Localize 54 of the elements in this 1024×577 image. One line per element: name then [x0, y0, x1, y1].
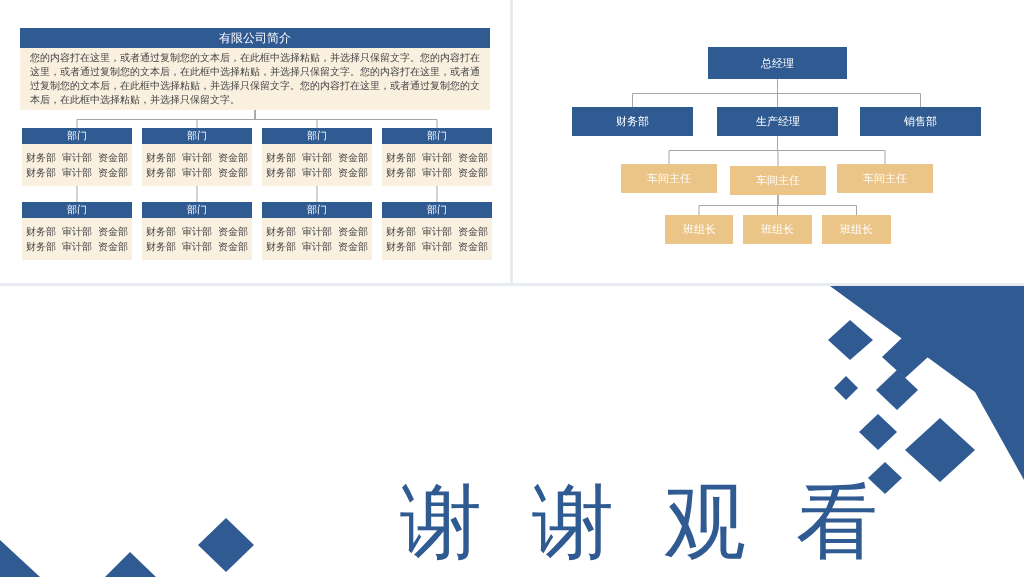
connector-line: [777, 194, 857, 216]
connector-line: [777, 78, 921, 108]
department-card: [22, 202, 132, 260]
intro-card: [20, 28, 490, 110]
card-heading: 部门: [22, 128, 132, 144]
card-heading: 部门: [382, 128, 492, 144]
department-list: 财务部 审计部 资金部: [146, 224, 248, 239]
connector-line: [196, 185, 198, 203]
department-list: 财务部 审计部 资金部: [146, 239, 248, 254]
department-list: 财务部 审计部 资金部: [146, 165, 248, 180]
card-heading: 部门: [142, 128, 252, 144]
department-card: [382, 128, 492, 186]
department-card: [382, 202, 492, 260]
connector-line: [777, 135, 886, 165]
department-list: 财务部 审计部 资金部: [386, 150, 488, 165]
staff-box: 车间主任: [621, 164, 717, 193]
department-list: 财务部 审计部 资金部: [26, 239, 128, 254]
connector-line: [316, 185, 318, 203]
card-heading: 部门: [22, 202, 132, 218]
card-heading: 部门: [142, 202, 252, 218]
connector-line: [76, 185, 78, 203]
department-list: 财务部 审计部 资金部: [266, 239, 368, 254]
department-card: [142, 202, 252, 260]
card-heading: 部门: [262, 128, 372, 144]
department-card: [22, 128, 132, 186]
department-list: 财务部 审计部 资金部: [266, 224, 368, 239]
department-list: 财务部 审计部 资金部: [386, 239, 488, 254]
staff-box: 车间主任: [837, 164, 933, 193]
department-card: [262, 128, 372, 186]
card-heading: 部门: [262, 202, 372, 218]
intro-paragraph: 您的内容打在这里，或者通过复制您的文本后，在此框中选择粘贴，并选择只保留文字。您的内容打在这里，或者通过复制您的文本后，在此框中选择粘贴，并选择只保留文字。您的内容打在这里，或者通过复制您的文本后，在此框中选择粘贴，并选择只保留文字。您的内容打在这里，或者通过复制您的文本后，在此框中选择粘贴，并选择只保留文字。: [29, 51, 481, 107]
department-list: 财务部 审计部 资金部: [26, 150, 128, 165]
department-list: 财务部 审计部 资金部: [146, 150, 248, 165]
department-list: 财务部 审计部 资金部: [266, 150, 368, 165]
position-box: 生产经理: [717, 107, 838, 136]
position-box: 总经理: [708, 47, 847, 79]
closing-text: 谢谢观看: [400, 475, 928, 569]
card-heading: 有限公司简介: [20, 28, 490, 48]
department-list: 财务部 审计部 资金部: [386, 224, 488, 239]
position-box: 财务部: [572, 107, 693, 136]
department-list: 财务部 审计部 资金部: [26, 224, 128, 239]
department-list: 财务部 审计部 资金部: [386, 165, 488, 180]
department-card: [262, 202, 372, 260]
department-list: 财务部 审计部 资金部: [26, 165, 128, 180]
staff-box: 班组长: [822, 215, 891, 244]
staff-box: 班组长: [665, 215, 733, 244]
staff-box: 班组长: [743, 215, 812, 244]
department-card: [142, 128, 252, 186]
card-heading: 部门: [382, 202, 492, 218]
connector-line: [254, 109, 438, 129]
staff-box: 车间主任: [730, 166, 826, 195]
department-list: 财务部 审计部 资金部: [266, 165, 368, 180]
position-box: 销售部: [860, 107, 981, 136]
connector-line: [436, 185, 438, 203]
